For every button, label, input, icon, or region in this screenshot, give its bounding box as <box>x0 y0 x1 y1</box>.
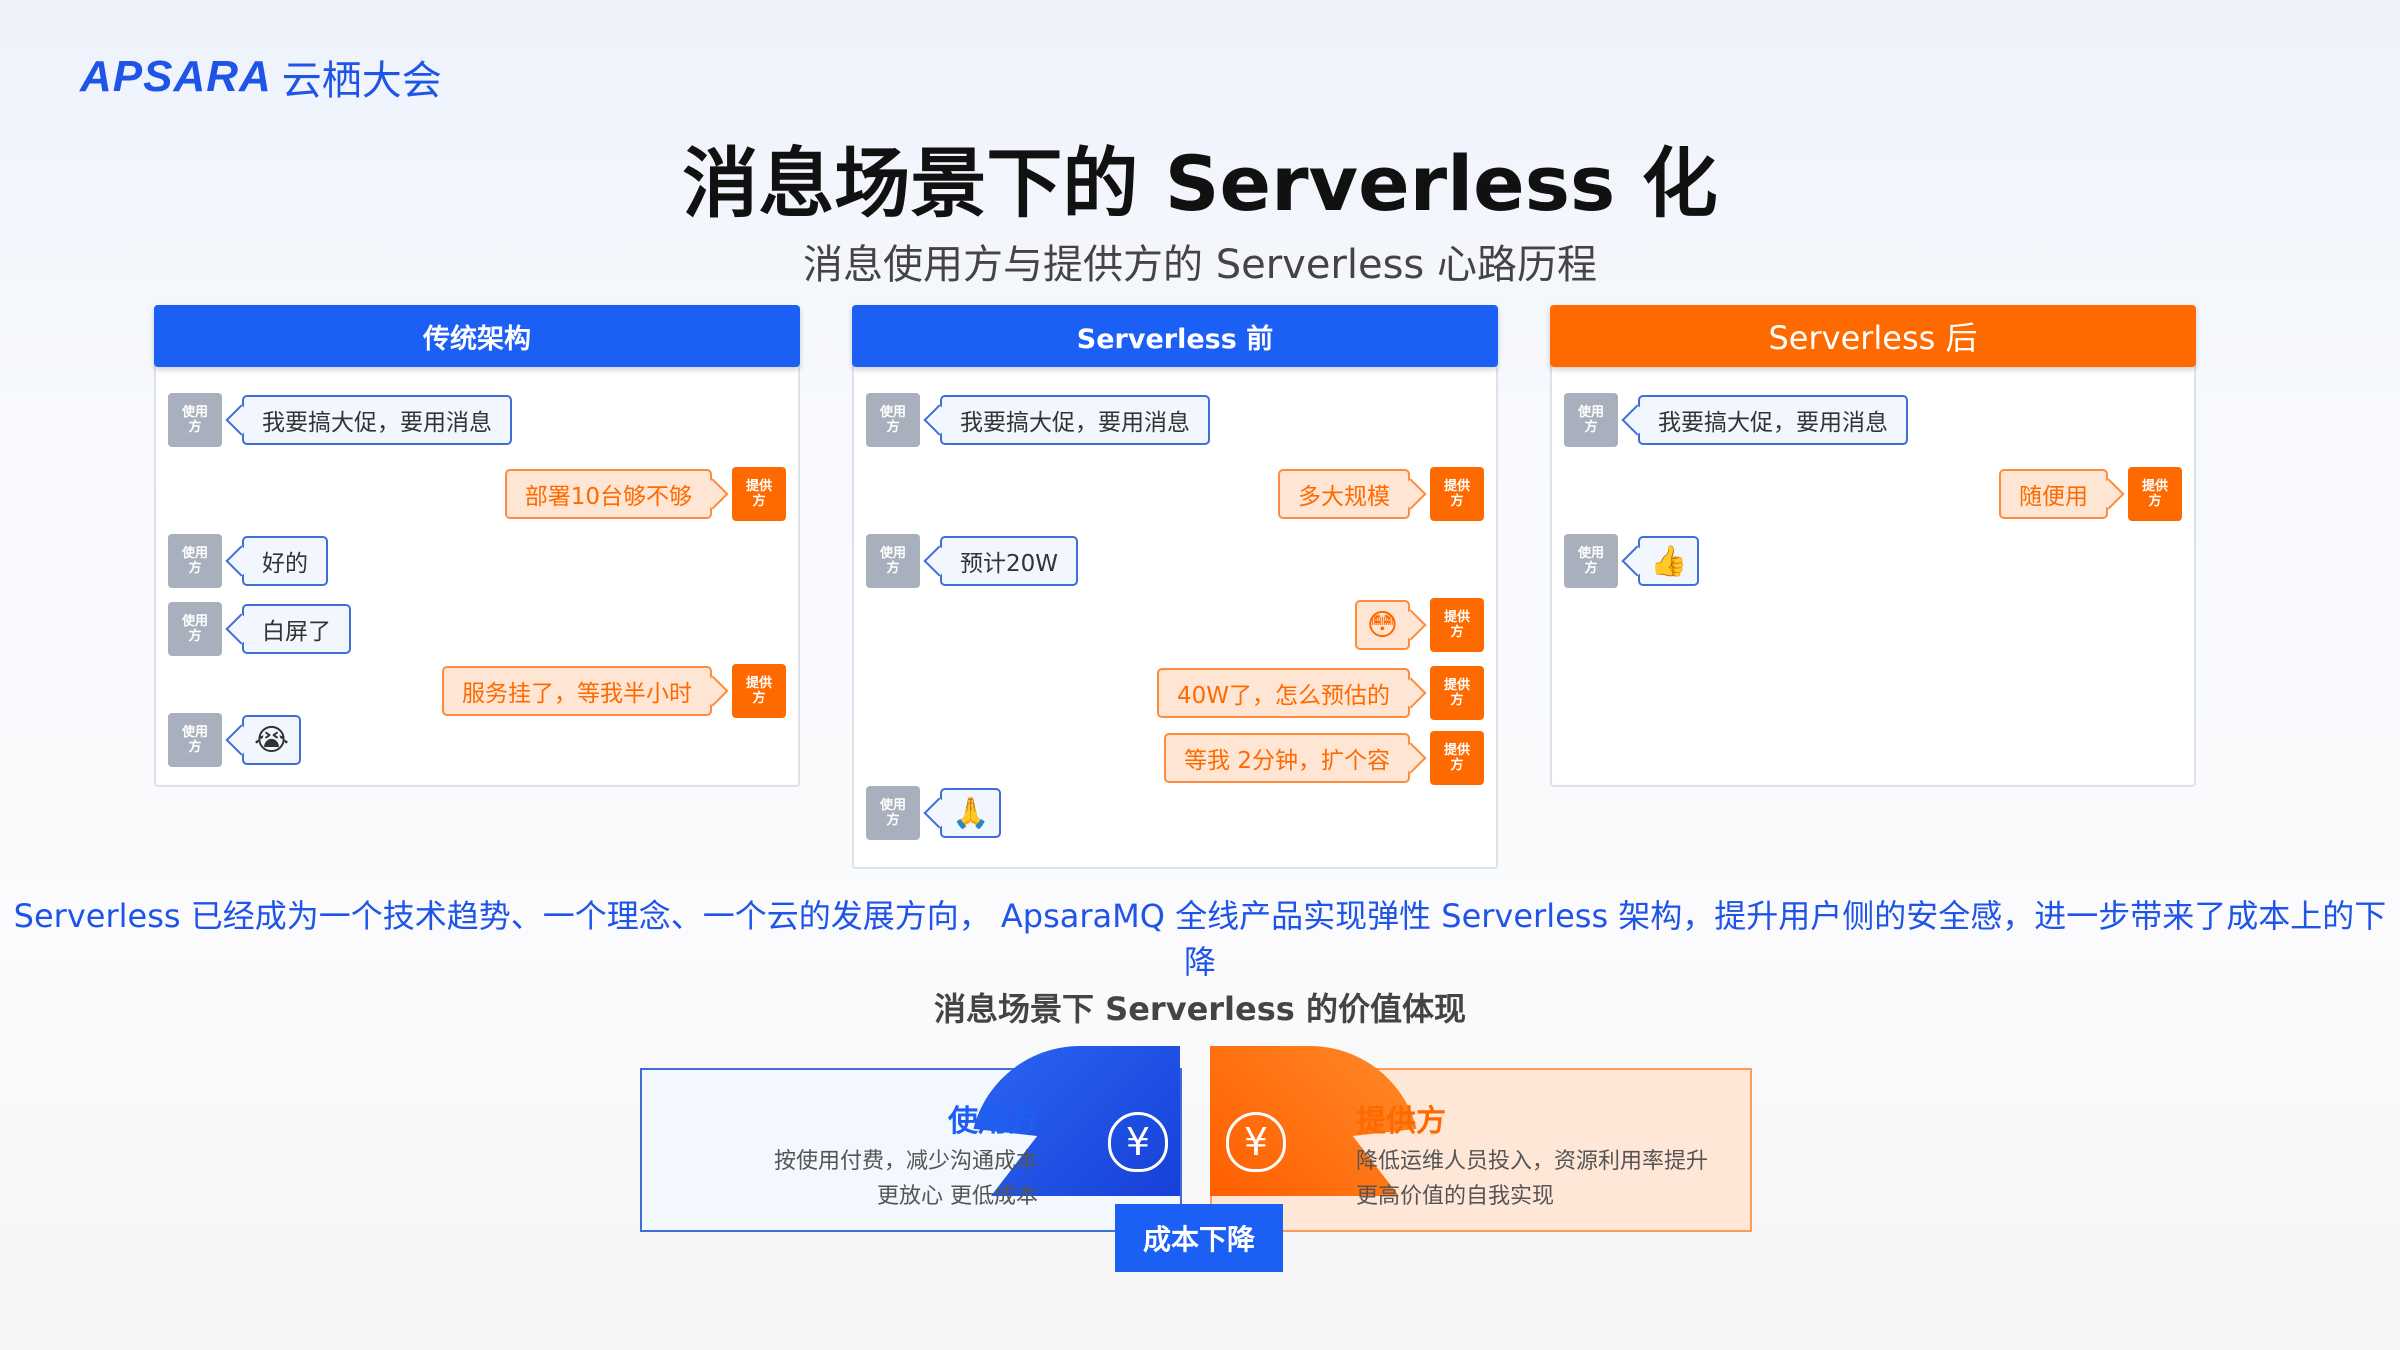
user-avatar: 使用方 <box>1564 393 1618 447</box>
chat-row: 服务挂了，等我半小时 提供方 <box>442 664 786 718</box>
chat-bubble: 等我 2分钟，扩个容 <box>1164 733 1410 783</box>
user-avatar: 使用方 <box>866 786 920 840</box>
chat-bubble: 白屏了 <box>242 604 351 654</box>
user-heading: 使用方 <box>948 1104 1038 1139</box>
chat-row: 😳 提供方 <box>1354 598 1484 652</box>
chat-row: 使用方 好的 <box>168 534 328 588</box>
chat-bubble: 好的 <box>242 536 328 586</box>
chat-bubble: 服务挂了，等我半小时 <box>442 666 712 716</box>
chat-bubble: 我要搞大促，要用消息 <box>940 395 1210 445</box>
user-benefit-line1: 按使用付费，减少沟通成本 <box>773 1149 1038 1174</box>
provider-benefit-line2: 更高价值的自我实现 <box>1356 1184 1555 1209</box>
chat-bubble: 预计20W <box>940 536 1079 586</box>
shocked-emoji-icon: 😳 <box>1354 600 1410 650</box>
chat-row: 使用方 我要搞大促，要用消息 <box>866 393 1210 447</box>
chat-row: 使用方 😭 <box>168 713 302 767</box>
logo-brand: APSARA <box>80 52 272 101</box>
chat-row: 使用方 白屏了 <box>168 602 351 656</box>
user-avatar: 使用方 <box>168 602 222 656</box>
chat-row: 使用方 👍 <box>1564 534 1700 588</box>
panel-header: Serverless 前 <box>852 305 1498 367</box>
chat-row: 等我 2分钟，扩个容 提供方 <box>1164 731 1484 785</box>
user-avatar: 使用方 <box>866 534 920 588</box>
user-avatar: 使用方 <box>168 534 222 588</box>
chat-row: 40W了，怎么预估的 提供方 <box>1156 666 1484 720</box>
chat-row: 部署10台够不够 提供方 <box>504 467 786 521</box>
pray-emoji-icon: 🙏 <box>940 788 1002 838</box>
chat-bubble: 我要搞大促，要用消息 <box>1638 395 1908 445</box>
panel-header: 传统架构 <box>154 305 800 367</box>
provider-avatar: 提供方 <box>732 467 786 521</box>
user-avatar: 使用方 <box>168 393 222 447</box>
user-avatar: 使用方 <box>866 393 920 447</box>
cost-reduction-badge: 成本下降 <box>1115 1204 1283 1272</box>
money-bag-icon: ¥ <box>1226 1112 1286 1172</box>
chat-bubble: 我要搞大促，要用消息 <box>242 395 512 445</box>
provider-avatar: 提供方 <box>1430 598 1484 652</box>
money-bag-icon: ¥ <box>1108 1112 1168 1172</box>
page-title: 消息场景下的 Serverless 化 <box>682 139 1718 228</box>
chat-row: 使用方 我要搞大促，要用消息 <box>168 393 512 447</box>
user-avatar: 使用方 <box>1564 534 1618 588</box>
user-benefit-line2: 更放心 更低成本 <box>877 1184 1038 1209</box>
provider-avatar: 提供方 <box>1430 731 1484 785</box>
apsara-logo: APSARA 云栖大会 <box>80 48 442 106</box>
crying-emoji-icon: 😭 <box>242 715 302 765</box>
provider-avatar: 提供方 <box>732 664 786 718</box>
provider-avatar: 提供方 <box>1430 666 1484 720</box>
chat-row: 多大规模 提供方 <box>1278 467 1484 521</box>
provider-avatar: 提供方 <box>1430 467 1484 521</box>
chat-row: 使用方 我要搞大促，要用消息 <box>1564 393 1908 447</box>
value-title: 消息场景下 Serverless 的价值体现 <box>934 990 1466 1028</box>
user-avatar: 使用方 <box>168 713 222 767</box>
chat-row: 随便用 提供方 <box>1999 467 2182 521</box>
chat-row: 使用方 🙏 <box>866 786 1002 840</box>
provider-heading: 提供方 <box>1356 1104 1446 1139</box>
logo-cn: 云栖大会 <box>281 58 442 104</box>
provider-benefit-line1: 降低运维人员投入，资源利用率提升 <box>1356 1149 1709 1174</box>
chat-row: 使用方 预计20W <box>866 534 1079 588</box>
chat-bubble: 多大规模 <box>1278 469 1410 519</box>
chat-bubble: 40W了，怎么预估的 <box>1156 668 1410 718</box>
thumbs-up-icon: 👍 <box>1638 536 1700 586</box>
page-subtitle: 消息使用方与提供方的 Serverless 心路历程 <box>802 242 1597 288</box>
statement-text: Serverless 已经成为一个技术趋势、一个理念、一个云的发展方向， Aps… <box>13 897 2387 981</box>
panel-header: Serverless 后 <box>1550 305 2196 367</box>
chat-bubble: 随便用 <box>1999 469 2108 519</box>
chat-bubble: 部署10台够不够 <box>504 469 712 519</box>
provider-avatar: 提供方 <box>2128 467 2182 521</box>
